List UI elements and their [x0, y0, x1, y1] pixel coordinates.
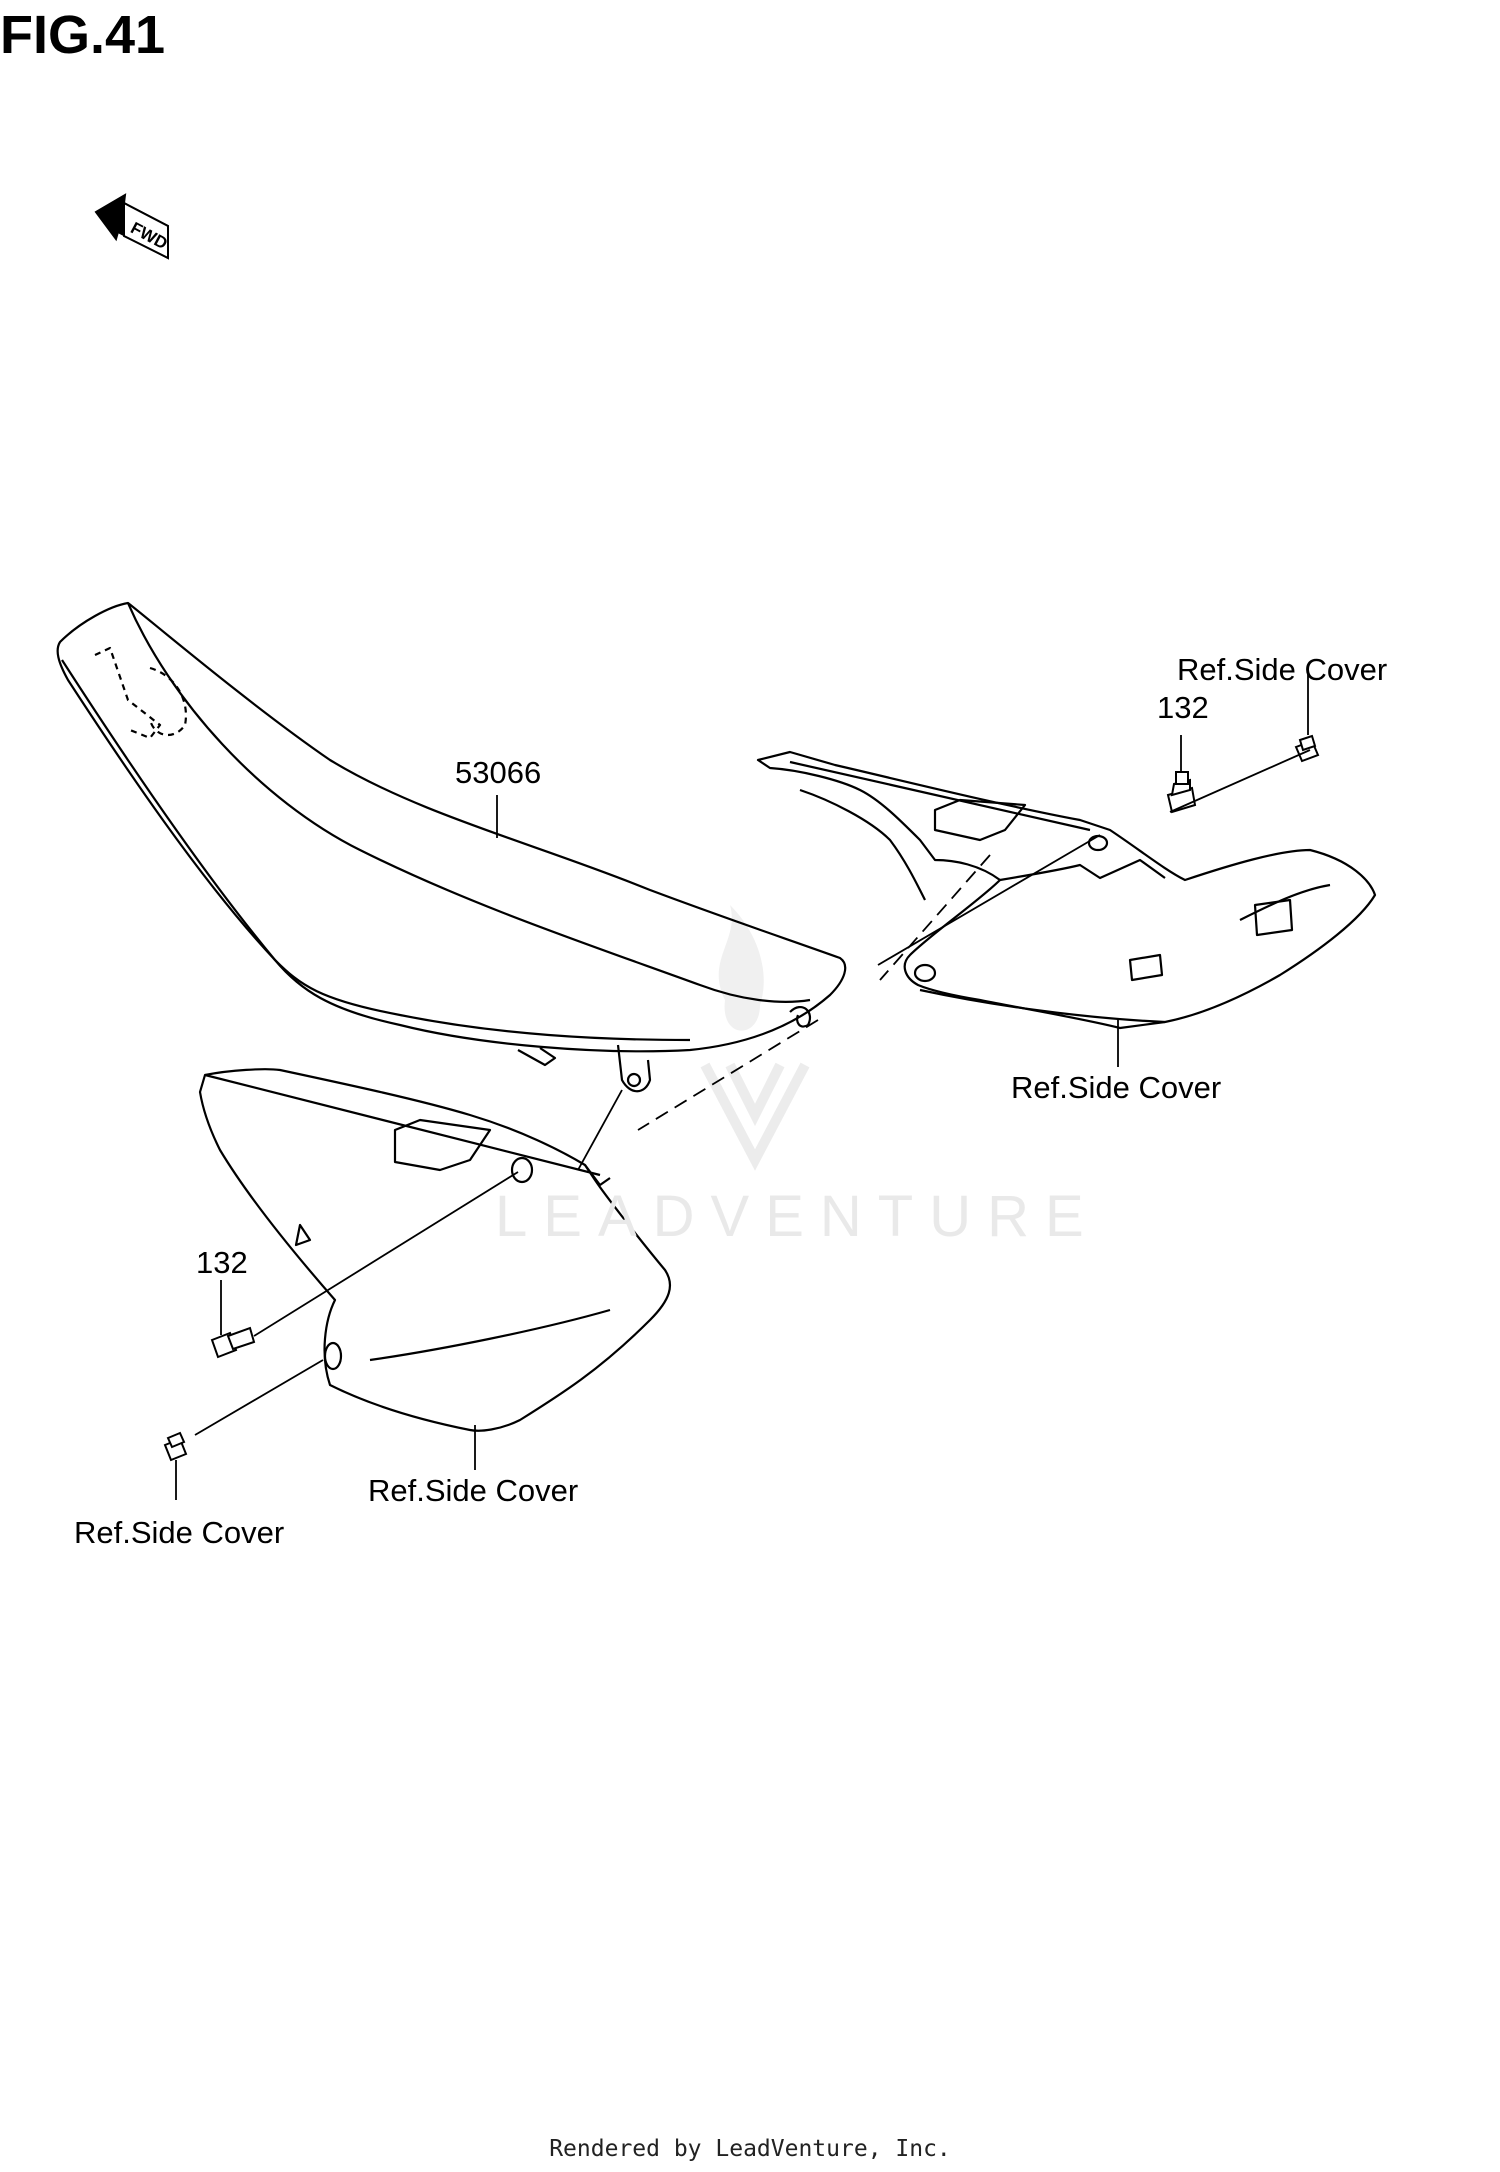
label-132-left: 132: [196, 1245, 248, 1280]
left-side-cover-drawing: [198, 1068, 672, 1432]
label-ref-left-cover: Ref.Side Cover: [368, 1473, 579, 1508]
bolt-132-left: [210, 1326, 256, 1359]
bolt-ref-top-right: [1294, 734, 1320, 763]
label-132-right: 132: [1157, 690, 1209, 725]
footer-credit: Rendered by LeadVenture, Inc.: [549, 2136, 951, 2162]
bolt-132-right: [1166, 771, 1197, 814]
label-53066: 53066: [455, 755, 542, 790]
label-ref-bottom-left: Ref.Side Cover: [74, 1515, 285, 1550]
right-side-cover-drawing: [756, 750, 1377, 1030]
leader-lines: [175, 665, 1311, 1500]
watermark-text: LEADVENTURE: [495, 1184, 1100, 1249]
fwd-arrow-icon: FWD: [94, 193, 171, 260]
label-ref-right-cover: Ref.Side Cover: [1011, 1070, 1222, 1105]
figure-title: FIG.41: [0, 5, 166, 65]
bolt-ref-bottom-left: [163, 1431, 188, 1462]
label-ref-top-right: Ref.Side Cover: [1177, 652, 1388, 687]
watermark-logo: [700, 905, 810, 1171]
seat-drawing: [56, 601, 847, 1093]
